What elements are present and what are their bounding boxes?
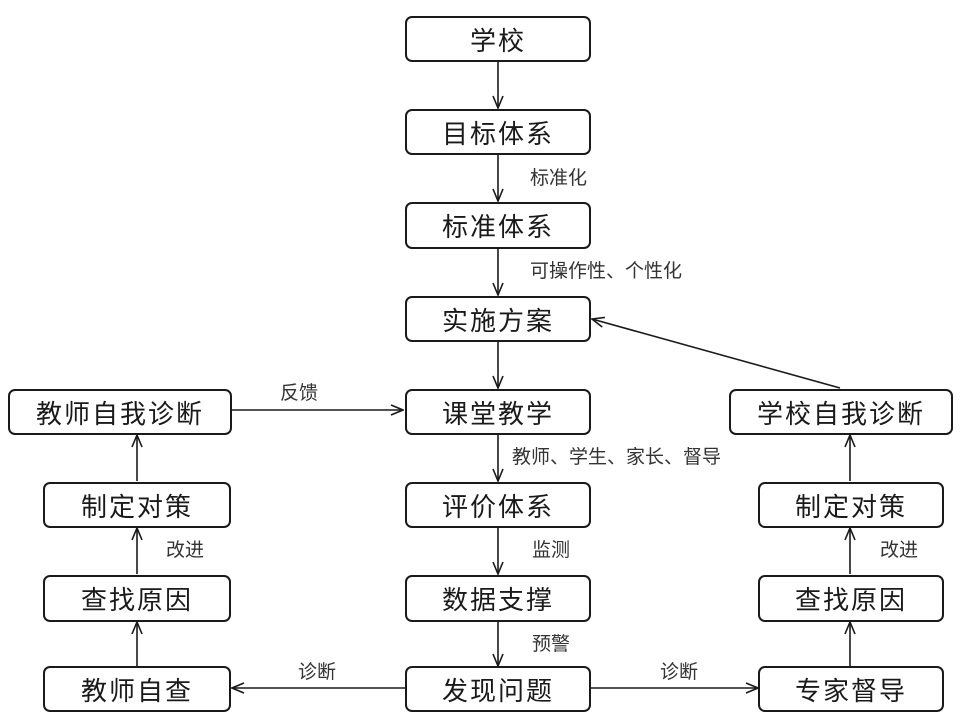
label-operability: 可操作性、个性化	[530, 260, 683, 282]
label-improve-right: 改进	[880, 539, 919, 561]
node-teacher-self-diagnosis: 教师自我诊断	[8, 389, 232, 435]
node-school: 学校	[405, 16, 591, 62]
arrow-school-diagnosis-to-plan	[592, 319, 841, 389]
node-find-problem: 发现问题	[405, 666, 591, 712]
label-early-warning: 预警	[532, 633, 571, 655]
node-data-support: 数据支撑	[405, 575, 591, 622]
label-feedback: 反馈	[280, 382, 319, 404]
node-classroom-teaching: 课堂教学	[405, 389, 591, 435]
label-diagnosis-right: 诊断	[660, 661, 699, 683]
label-improve-left: 改进	[166, 539, 205, 561]
node-expert-supervision: 专家督导	[758, 666, 944, 712]
node-school-self-diagnosis: 学校自我诊断	[729, 389, 953, 435]
label-diagnosis-left: 诊断	[298, 661, 337, 683]
node-standard-system: 标准体系	[405, 202, 591, 249]
node-school-find-cause: 查找原因	[758, 575, 944, 622]
label-monitoring: 监测	[532, 539, 571, 561]
node-goal-system: 目标体系	[405, 109, 591, 155]
node-implementation-plan: 实施方案	[405, 296, 591, 342]
node-teacher-find-cause: 查找原因	[43, 575, 231, 622]
label-evaluators: 教师、学生、家长、督导	[512, 446, 722, 468]
node-evaluation-system: 评价体系	[405, 482, 591, 528]
node-teacher-self-check: 教师自查	[43, 666, 231, 712]
node-school-countermeasures: 制定对策	[758, 482, 944, 528]
node-teacher-countermeasures: 制定对策	[43, 482, 231, 528]
label-standardize: 标准化	[530, 167, 588, 189]
